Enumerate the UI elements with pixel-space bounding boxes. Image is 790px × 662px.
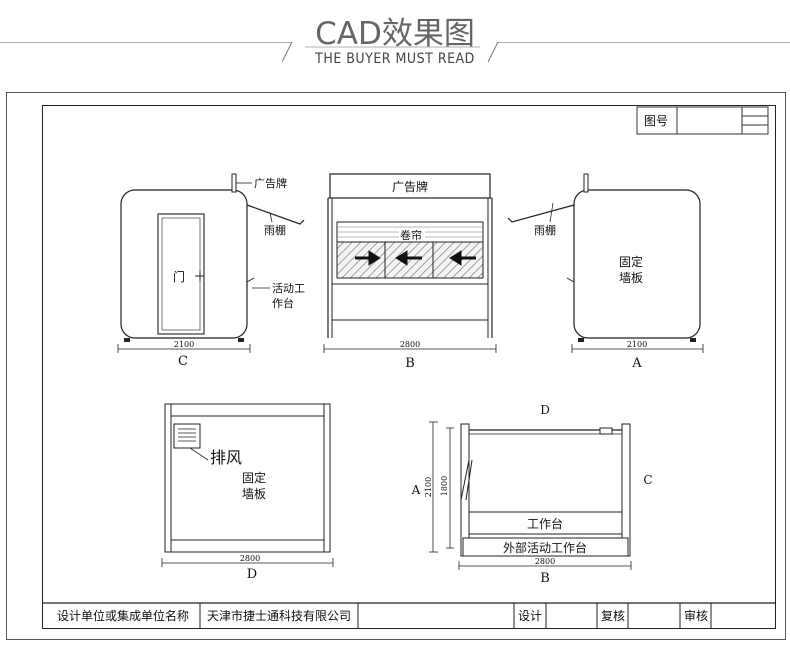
plan-dim-width: 2800: [535, 557, 555, 566]
audit-label: 审核: [684, 608, 708, 623]
plan-right-wall: [621, 423, 631, 557]
drawing-no-label: 图号: [644, 114, 668, 128]
view-b-window-2: [384, 241, 434, 279]
top-title-block: 图号: [636, 106, 769, 135]
view-b-dimension: 2800: [400, 340, 420, 349]
view-d-dimension: 2800: [240, 554, 260, 563]
view-c-label: C: [178, 354, 188, 369]
view-c-billboard-post: [231, 173, 237, 193]
view-d-exhaust-label: 排风: [210, 448, 242, 467]
company-name: 天津市捷士通科技有限公司: [207, 608, 351, 623]
bottom-title-block: 设计单位或集成单位名称 天津市捷士通科技有限公司 设计 复核 审核: [43, 602, 775, 628]
drawing-outer-frame: [6, 92, 786, 640]
view-c-workbench-line1: 活动工: [272, 282, 305, 295]
plan-outer-workbench-label: 外部活动工作台: [503, 540, 587, 555]
view-d-wall-line1: 固定: [242, 470, 266, 485]
header-left-rule: [0, 42, 292, 43]
plan-bottom-label: B: [540, 571, 550, 586]
view-a-canopy: [507, 204, 575, 223]
plan-outer-workbench: [462, 537, 629, 557]
view-a-cabin: [573, 189, 701, 339]
view-b-shutter-label: 卷帘: [400, 228, 422, 242]
design-unit-label: 设计单位或集成单位名称: [57, 608, 189, 623]
view-d-exhaust-vent: [173, 423, 201, 449]
plan-workbench: [468, 511, 623, 535]
header-subtitle: THE BUYER MUST READ: [315, 51, 475, 67]
header-title: CAD效果图: [315, 16, 475, 52]
plan-workbench-label: 工作台: [527, 516, 563, 531]
header-slash-left: [281, 41, 293, 63]
header-slash-right: [487, 41, 499, 63]
view-a-canopy-label: 雨棚: [534, 223, 556, 237]
design-label: 设计: [518, 609, 542, 623]
view-c-door-label: 门: [173, 269, 185, 284]
view-a-wall-line1: 固定: [619, 254, 643, 269]
view-c-cabin: [120, 189, 248, 339]
header-right-rule: [498, 42, 790, 43]
review-label: 复核: [601, 609, 625, 623]
view-a-label: A: [631, 356, 642, 371]
view-c: 门 广告牌 雨棚 活动工 作台 2100 C: [117, 173, 305, 369]
view-d: 排风 固定 墙板 2800 D: [161, 403, 334, 582]
view-c-door: [157, 213, 205, 335]
view-b-billboard-label: 广告牌: [392, 180, 428, 194]
plan-top-label: D: [540, 403, 550, 417]
view-a-wall-line2: 墙板: [619, 271, 643, 285]
drawing-inner-frame: [42, 105, 776, 629]
view-a-dimension: 2100: [627, 340, 647, 349]
plan-dim-inner: 1800: [440, 476, 449, 496]
view-b-billboard: [329, 173, 491, 199]
view-d-wall-line2: 墙板: [242, 487, 266, 501]
plan-left-label: A: [411, 483, 421, 497]
view-b-label: B: [405, 356, 415, 371]
plan-view: D A C 工作台 外部活动工作台 2100 1800 2800 B: [411, 403, 653, 586]
view-c-billboard-label: 广告牌: [254, 176, 287, 190]
view-a: 雨棚 固定 墙板 2100 A: [507, 173, 704, 371]
view-c-canopy: [246, 204, 305, 225]
view-b: 广告牌 卷帘 2800 B: [323, 173, 497, 371]
plan-dim-outer: 2100: [424, 477, 433, 497]
view-c-canopy-label: 雨棚: [264, 223, 286, 237]
view-c-dimension: 2100: [174, 340, 194, 349]
view-b-window-1: [336, 241, 386, 279]
view-c-workbench-line2: 作台: [272, 296, 294, 310]
view-d-label: D: [247, 567, 257, 582]
plan-right-label: C: [643, 473, 652, 487]
